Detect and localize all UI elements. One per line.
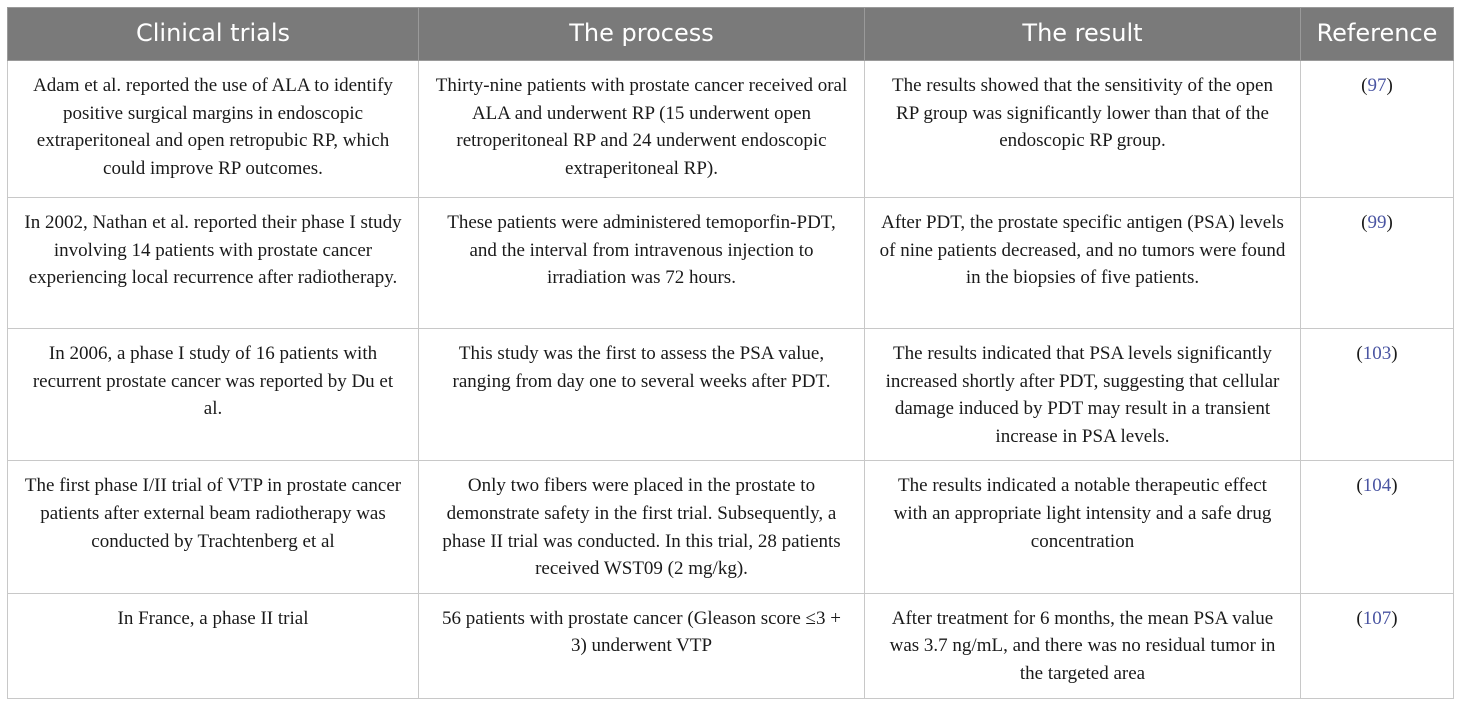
trial-cell: In 2002, Nathan et al. reported their ph… — [7, 197, 419, 329]
process-cell: These patients were administered temopor… — [418, 197, 865, 329]
clinical-trials-table-container: Clinical trials The process The result R… — [7, 7, 1454, 699]
trial-cell: The first phase I/II trial of VTP in pro… — [7, 460, 419, 594]
reference-cell: (99) — [1300, 197, 1454, 329]
trial-cell: In 2006, a phase I study of 16 patients … — [7, 327, 419, 462]
table-row: In France, a phase II trial 56 patients … — [7, 592, 1454, 699]
process-cell: 56 patients with prostate cancer (Gleaso… — [418, 592, 865, 699]
table-row: In 2002, Nathan et al. reported their ph… — [7, 197, 1454, 329]
reference-link[interactable]: 97 — [1367, 75, 1387, 96]
reference-cell: (107) — [1300, 592, 1454, 699]
reference-cell: (103) — [1300, 327, 1454, 462]
reference-cell: (97) — [1300, 60, 1454, 198]
trial-cell: In France, a phase II trial — [7, 592, 419, 699]
trial-cell: Adam et al. reported the use of ALA to i… — [7, 60, 419, 198]
header-process: The process — [418, 7, 865, 61]
reference-cell: (104) — [1300, 460, 1454, 594]
result-cell: The results indicated a notable therapeu… — [864, 460, 1301, 594]
header-row: Clinical trials The process The result R… — [7, 7, 1454, 61]
header-result: The result — [864, 7, 1301, 61]
table-header: Clinical trials The process The result R… — [7, 7, 1454, 61]
reference-link[interactable]: 99 — [1367, 212, 1387, 233]
clinical-trials-table: Clinical trials The process The result R… — [7, 7, 1454, 699]
reference-link[interactable]: 107 — [1362, 607, 1392, 629]
reference-link[interactable]: 103 — [1362, 343, 1392, 364]
header-reference: Reference — [1300, 7, 1454, 61]
process-cell: Only two fibers were placed in the prost… — [418, 460, 865, 594]
result-cell: The results indicated that PSA levels si… — [864, 327, 1301, 462]
result-cell: After PDT, the prostate specific antigen… — [864, 197, 1301, 329]
table-row: In 2006, a phase I study of 16 patients … — [7, 327, 1454, 462]
table-row: The first phase I/II trial of VTP in pro… — [7, 460, 1454, 594]
table-row: Adam et al. reported the use of ALA to i… — [7, 60, 1454, 198]
header-clinical-trials: Clinical trials — [7, 7, 419, 61]
process-cell: This study was the first to assess the P… — [418, 327, 865, 462]
process-cell: Thirty-nine patients with prostate cance… — [418, 60, 865, 198]
reference-link[interactable]: 104 — [1362, 475, 1392, 497]
result-cell: After treatment for 6 months, the mean P… — [864, 592, 1301, 699]
table-body: Adam et al. reported the use of ALA to i… — [7, 60, 1454, 699]
result-cell: The results showed that the sensitivity … — [864, 60, 1301, 198]
